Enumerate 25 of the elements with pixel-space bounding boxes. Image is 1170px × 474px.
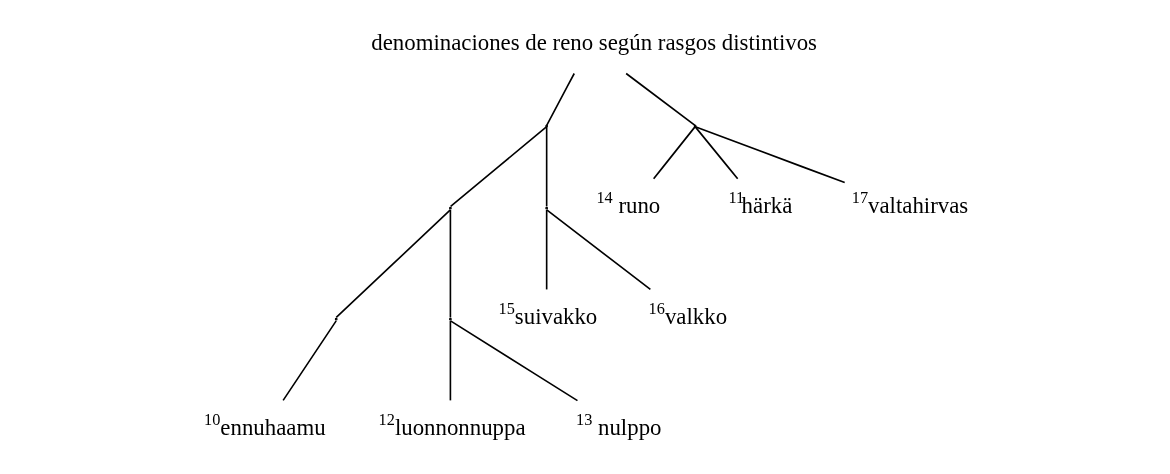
connector bbox=[449, 320, 579, 402]
node-point bbox=[449, 317, 452, 321]
node-text: $^{16}$valkko bbox=[648, 299, 728, 329]
node-point bbox=[449, 206, 452, 210]
connector bbox=[449, 320, 452, 402]
node-text: $^{12}$luonnonnuppa bbox=[378, 410, 526, 440]
node-text: $^{11}$härkä bbox=[728, 188, 793, 218]
node-point bbox=[545, 206, 549, 210]
connector bbox=[545, 126, 548, 208]
connector bbox=[545, 72, 576, 127]
node-text: $^{14}$ runo bbox=[596, 188, 661, 218]
connector bbox=[282, 320, 337, 402]
connector bbox=[545, 209, 652, 291]
node-point bbox=[545, 124, 549, 128]
connector bbox=[335, 209, 452, 319]
node-text: denominaciones de reno según rasgos distintivos bbox=[371, 29, 817, 55]
node-text: $^{17}$valtahirvas bbox=[851, 188, 969, 218]
node-text: $^{13}$ nulppo bbox=[576, 410, 662, 440]
connector bbox=[545, 209, 548, 291]
node-text: $^{15}$suivakko bbox=[498, 299, 598, 329]
node-text: $^{10}$ennuhaamu bbox=[204, 410, 326, 440]
node-point bbox=[334, 317, 338, 321]
node-point bbox=[693, 124, 697, 128]
connector bbox=[449, 209, 452, 319]
connector bbox=[449, 126, 548, 208]
